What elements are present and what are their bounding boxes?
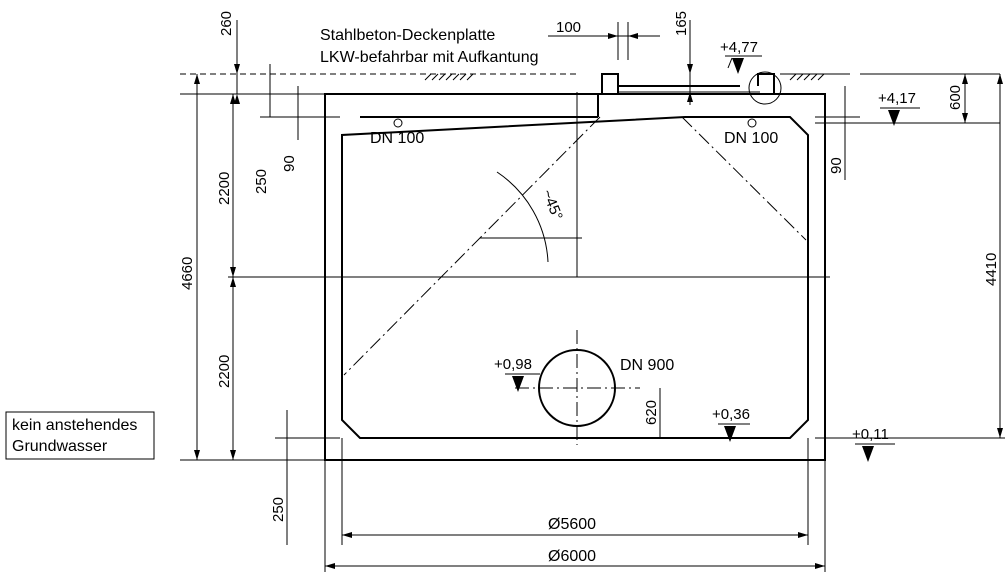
level-pipe-label: +0,98 [494, 356, 532, 373]
groundwater-label-line1: kein anstehendes [12, 417, 137, 434]
level-top-label: +4,77 [720, 39, 758, 56]
dim-250-upper: 250 [253, 169, 270, 194]
groundwater-label-line2: Grundwasser [12, 438, 108, 455]
ground-line [180, 73, 1000, 81]
angle-label: ~45° [538, 187, 566, 223]
dim-2200-lower: 2200 [216, 355, 233, 388]
level-marker-top [725, 55, 762, 74]
dn100-right-pipe [747, 118, 757, 128]
dim-250-lower: 250 [270, 497, 287, 522]
dn100-left-label: DN 100 [370, 130, 424, 147]
dn900-pipe [538, 349, 616, 427]
cover-slab [597, 71, 782, 117]
slab-label-line1: Stahlbeton-Deckenplatte [320, 27, 495, 44]
level-marker-bottom-outer [855, 443, 895, 462]
level-marker-inlet [880, 107, 920, 126]
dim-6000: Ø6000 [548, 548, 596, 565]
top-dimensions [548, 20, 693, 105]
slab-label-line2: LKW-befahrbar mit Aufkantung [320, 49, 539, 66]
bottom-dimensions [324, 388, 826, 572]
dim-100: 100 [556, 19, 581, 36]
left-dimensions [180, 20, 340, 545]
dim-600: 600 [947, 85, 964, 110]
dim-4660: 4660 [179, 257, 196, 290]
dim-620: 620 [643, 400, 660, 425]
dim-260: 260 [218, 11, 235, 36]
level-inlet-label: +4,17 [878, 90, 916, 107]
dim-4410: 4410 [983, 253, 1000, 286]
dim-90-right: 90 [828, 157, 845, 174]
level-bottom-inner-label: +0,36 [712, 406, 750, 423]
dim-165: 165 [673, 11, 690, 36]
level-bottom-outer-label: +0,11 [852, 426, 889, 443]
dn100-right-label: DN 100 [724, 130, 778, 147]
dn100-left-pipe [393, 118, 403, 128]
dn900-label: DN 900 [620, 357, 674, 374]
groundwater-box [5, 411, 155, 460]
tank-inner-wall [341, 116, 809, 439]
center-lines [320, 92, 830, 445]
level-marker-pipe [505, 373, 540, 392]
right-dimensions [815, 74, 1005, 439]
dim-2200-upper: 2200 [216, 172, 233, 205]
detail-circle [748, 71, 782, 105]
dim-90-left: 90 [281, 155, 298, 172]
level-marker-bottom-inner [718, 423, 750, 442]
dim-5600: Ø5600 [548, 516, 596, 533]
